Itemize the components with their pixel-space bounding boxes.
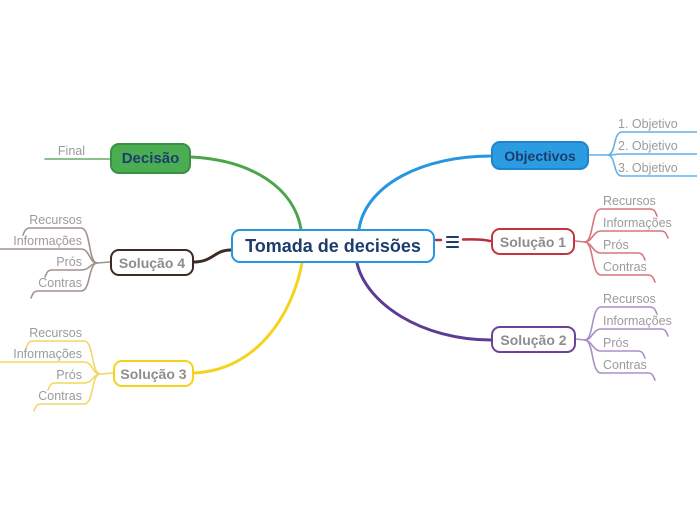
branch-line-solucao3 (192, 261, 304, 375)
child-s1-contras[interactable]: Contras (603, 260, 647, 274)
branch-line-objectivos (357, 154, 493, 231)
child-s2-informacoes[interactable]: Informações (603, 314, 672, 328)
fork-stem-solucao1 (574, 240, 586, 243)
node-solucao4-label: Solução 4 (118, 254, 186, 271)
fork-stem-solucao4 (96, 261, 111, 264)
child-line-s3-informacoes (0, 361, 101, 375)
node-decisao-label: Decisão (121, 150, 180, 167)
child-final[interactable]: Final (57, 144, 85, 158)
node-decisao[interactable]: Decisão (110, 143, 191, 174)
root-node[interactable]: Tomada de decisões (231, 229, 435, 263)
node-solucao2-label: Solução 2 (500, 331, 567, 348)
child-line-s4-informacoes (0, 248, 98, 264)
hamburger-bar (446, 236, 459, 238)
child-s1-recursos[interactable]: Recursos (603, 194, 656, 208)
child-s3-informacoes[interactable]: Informações (13, 347, 82, 361)
hamburger-bar (446, 246, 459, 248)
child-s4-informacoes[interactable]: Informações (13, 234, 82, 248)
branch-line-solucao2 (355, 261, 493, 342)
node-objectivos-label: Objectivos (504, 147, 576, 164)
branch-line-decisao (189, 155, 303, 231)
fork-stem-solucao3 (99, 372, 114, 375)
node-solucao2[interactable]: Solução 2 (491, 326, 576, 353)
child-s3-pros[interactable]: Prós (56, 368, 82, 382)
node-solucao3-label: Solução 3 (120, 365, 187, 382)
child-objetivo-2[interactable]: 2. Objetivo (618, 139, 678, 153)
node-solucao1[interactable]: Solução 1 (491, 228, 575, 255)
child-objetivo-1[interactable]: 1. Objetivo (618, 117, 678, 131)
child-s4-contras[interactable]: Contras (38, 276, 82, 290)
child-s1-informacoes[interactable]: Informações (603, 216, 672, 230)
child-s4-pros[interactable]: Prós (56, 255, 82, 269)
hamburger-bar (446, 241, 459, 243)
branch-line-solucao1 (461, 238, 492, 243)
child-objetivo-3[interactable]: 3. Objetivo (618, 161, 678, 175)
branch-line-solucao4 (192, 248, 233, 264)
child-s3-contras[interactable]: Contras (38, 389, 82, 403)
child-s3-recursos[interactable]: Recursos (29, 326, 82, 340)
node-solucao3[interactable]: Solução 3 (113, 360, 194, 387)
root-node-label: Tomada de decisões (245, 235, 421, 256)
node-objectivos[interactable]: Objectivos (491, 141, 589, 170)
child-s2-contras[interactable]: Contras (603, 358, 647, 372)
node-solucao1-label: Solução 1 (499, 233, 567, 250)
child-s2-recursos[interactable]: Recursos (603, 292, 656, 306)
fork-stem-solucao2 (575, 338, 586, 341)
child-s2-pros[interactable]: Prós (603, 336, 629, 350)
hamburger-icon[interactable] (446, 236, 459, 248)
node-solucao4[interactable]: Solução 4 (110, 249, 194, 276)
child-s1-pros[interactable]: Prós (603, 238, 629, 252)
child-s4-recursos[interactable]: Recursos (29, 213, 82, 227)
